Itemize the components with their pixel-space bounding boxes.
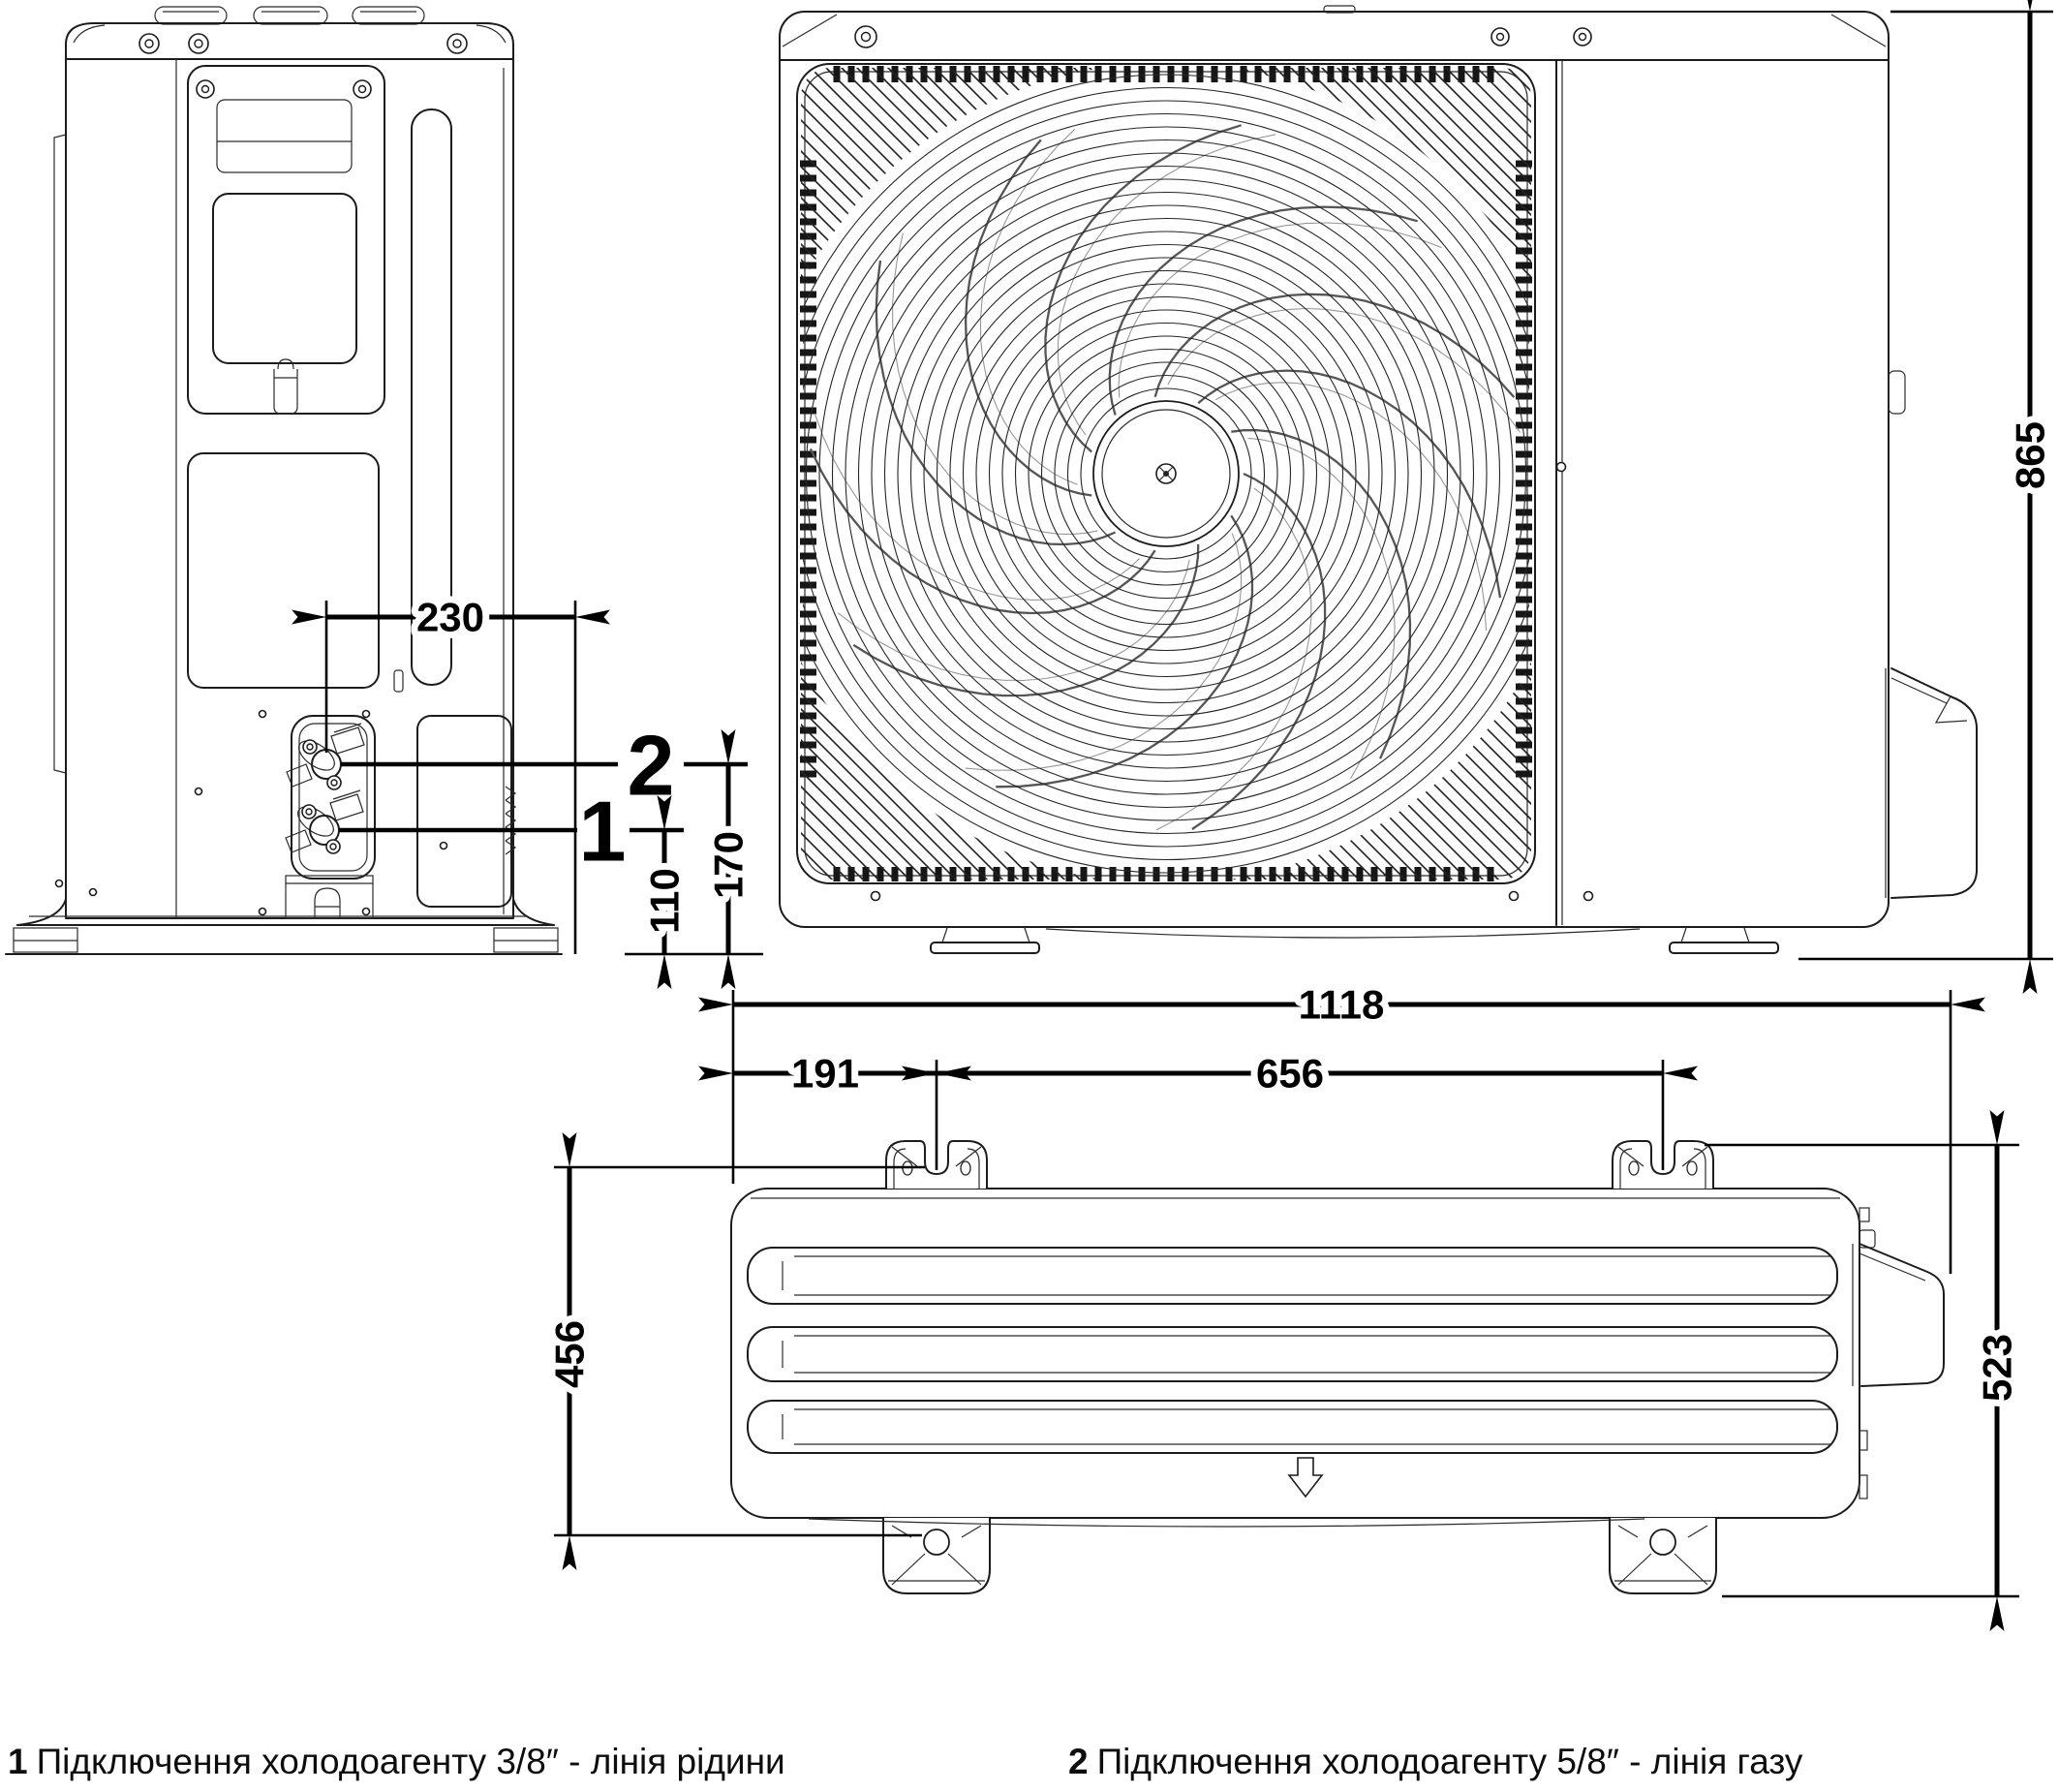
- dim-pipe-offset: 230: [292, 588, 610, 954]
- front-body: [779, 11, 1890, 928]
- grille-rings: [803, 74, 1529, 874]
- dim-body-depth: 456: [540, 1132, 925, 1570]
- dim-overall-width: 1118: [698, 975, 1985, 1274]
- svg-text:656: 656: [1256, 1051, 1324, 1097]
- svg-text:1118: 1118: [1299, 982, 1385, 1028]
- rear-body: [65, 58, 514, 919]
- fan-grille: [796, 63, 1536, 884]
- front-view: [779, 5, 1978, 954]
- corner-hatch: [796, 63, 1536, 884]
- svg-text:2: 2: [628, 718, 675, 814]
- down-arrow-symbol: [1287, 1457, 1324, 1498]
- svg-text:456: 456: [547, 1320, 593, 1388]
- dim-liquid-height: 110: [635, 795, 694, 989]
- top-feet: [882, 1518, 1717, 1594]
- pipe-cover-top: [1852, 1207, 1945, 1499]
- svg-text:230: 230: [416, 595, 484, 640]
- dim-gas-height: 170: [699, 729, 758, 989]
- legend-gas-number: 2: [1068, 1742, 1089, 1781]
- dim-unit-height: 865: [1798, 0, 2059, 994]
- fan-hub: [1092, 400, 1240, 547]
- dim-overall-depth: 523: [1705, 1110, 2027, 1631]
- top-view: [730, 1140, 1945, 1594]
- top-body: [730, 1188, 1860, 1519]
- legend-liquid-text: Підключення холодоагенту 3/8″ - лінія рі…: [36, 1742, 785, 1781]
- rear-view: [5, 6, 563, 955]
- svg-text:170: 170: [706, 831, 752, 899]
- gas-valve-port: [311, 749, 342, 780]
- rear-top-cap: [65, 22, 514, 60]
- callout-gas: 2: [341, 713, 748, 819]
- dim-bracket-spacing: 656: [902, 1044, 1698, 1170]
- legend-liquid-number: 1: [8, 1742, 28, 1781]
- svg-text:523: 523: [1975, 1334, 2020, 1402]
- svg-text:865: 865: [2008, 421, 2053, 489]
- hinge-tab: [1888, 370, 1906, 415]
- svg-text:110: 110: [642, 868, 688, 934]
- svg-text:1: 1: [579, 784, 627, 880]
- legend-gas-text: Підключення холодоагенту 5/8″ - лінія га…: [1096, 1742, 1803, 1781]
- refrigerant-valve-plate: [285, 715, 376, 880]
- svg-text:191: 191: [791, 1051, 859, 1097]
- callout-liquid: 1: [339, 779, 684, 884]
- pipe-cover-side: [1885, 667, 1978, 899]
- dimensions: 230 2 1 170 110 865: [292, 0, 2059, 1631]
- screws: [54, 33, 468, 916]
- screws: [854, 25, 1594, 902]
- front-feet: [930, 927, 1779, 954]
- top-slots: [747, 1247, 1838, 1454]
- mounting-brackets: [885, 1140, 1714, 1189]
- dim-bracket-offset: 191: [698, 1044, 971, 1170]
